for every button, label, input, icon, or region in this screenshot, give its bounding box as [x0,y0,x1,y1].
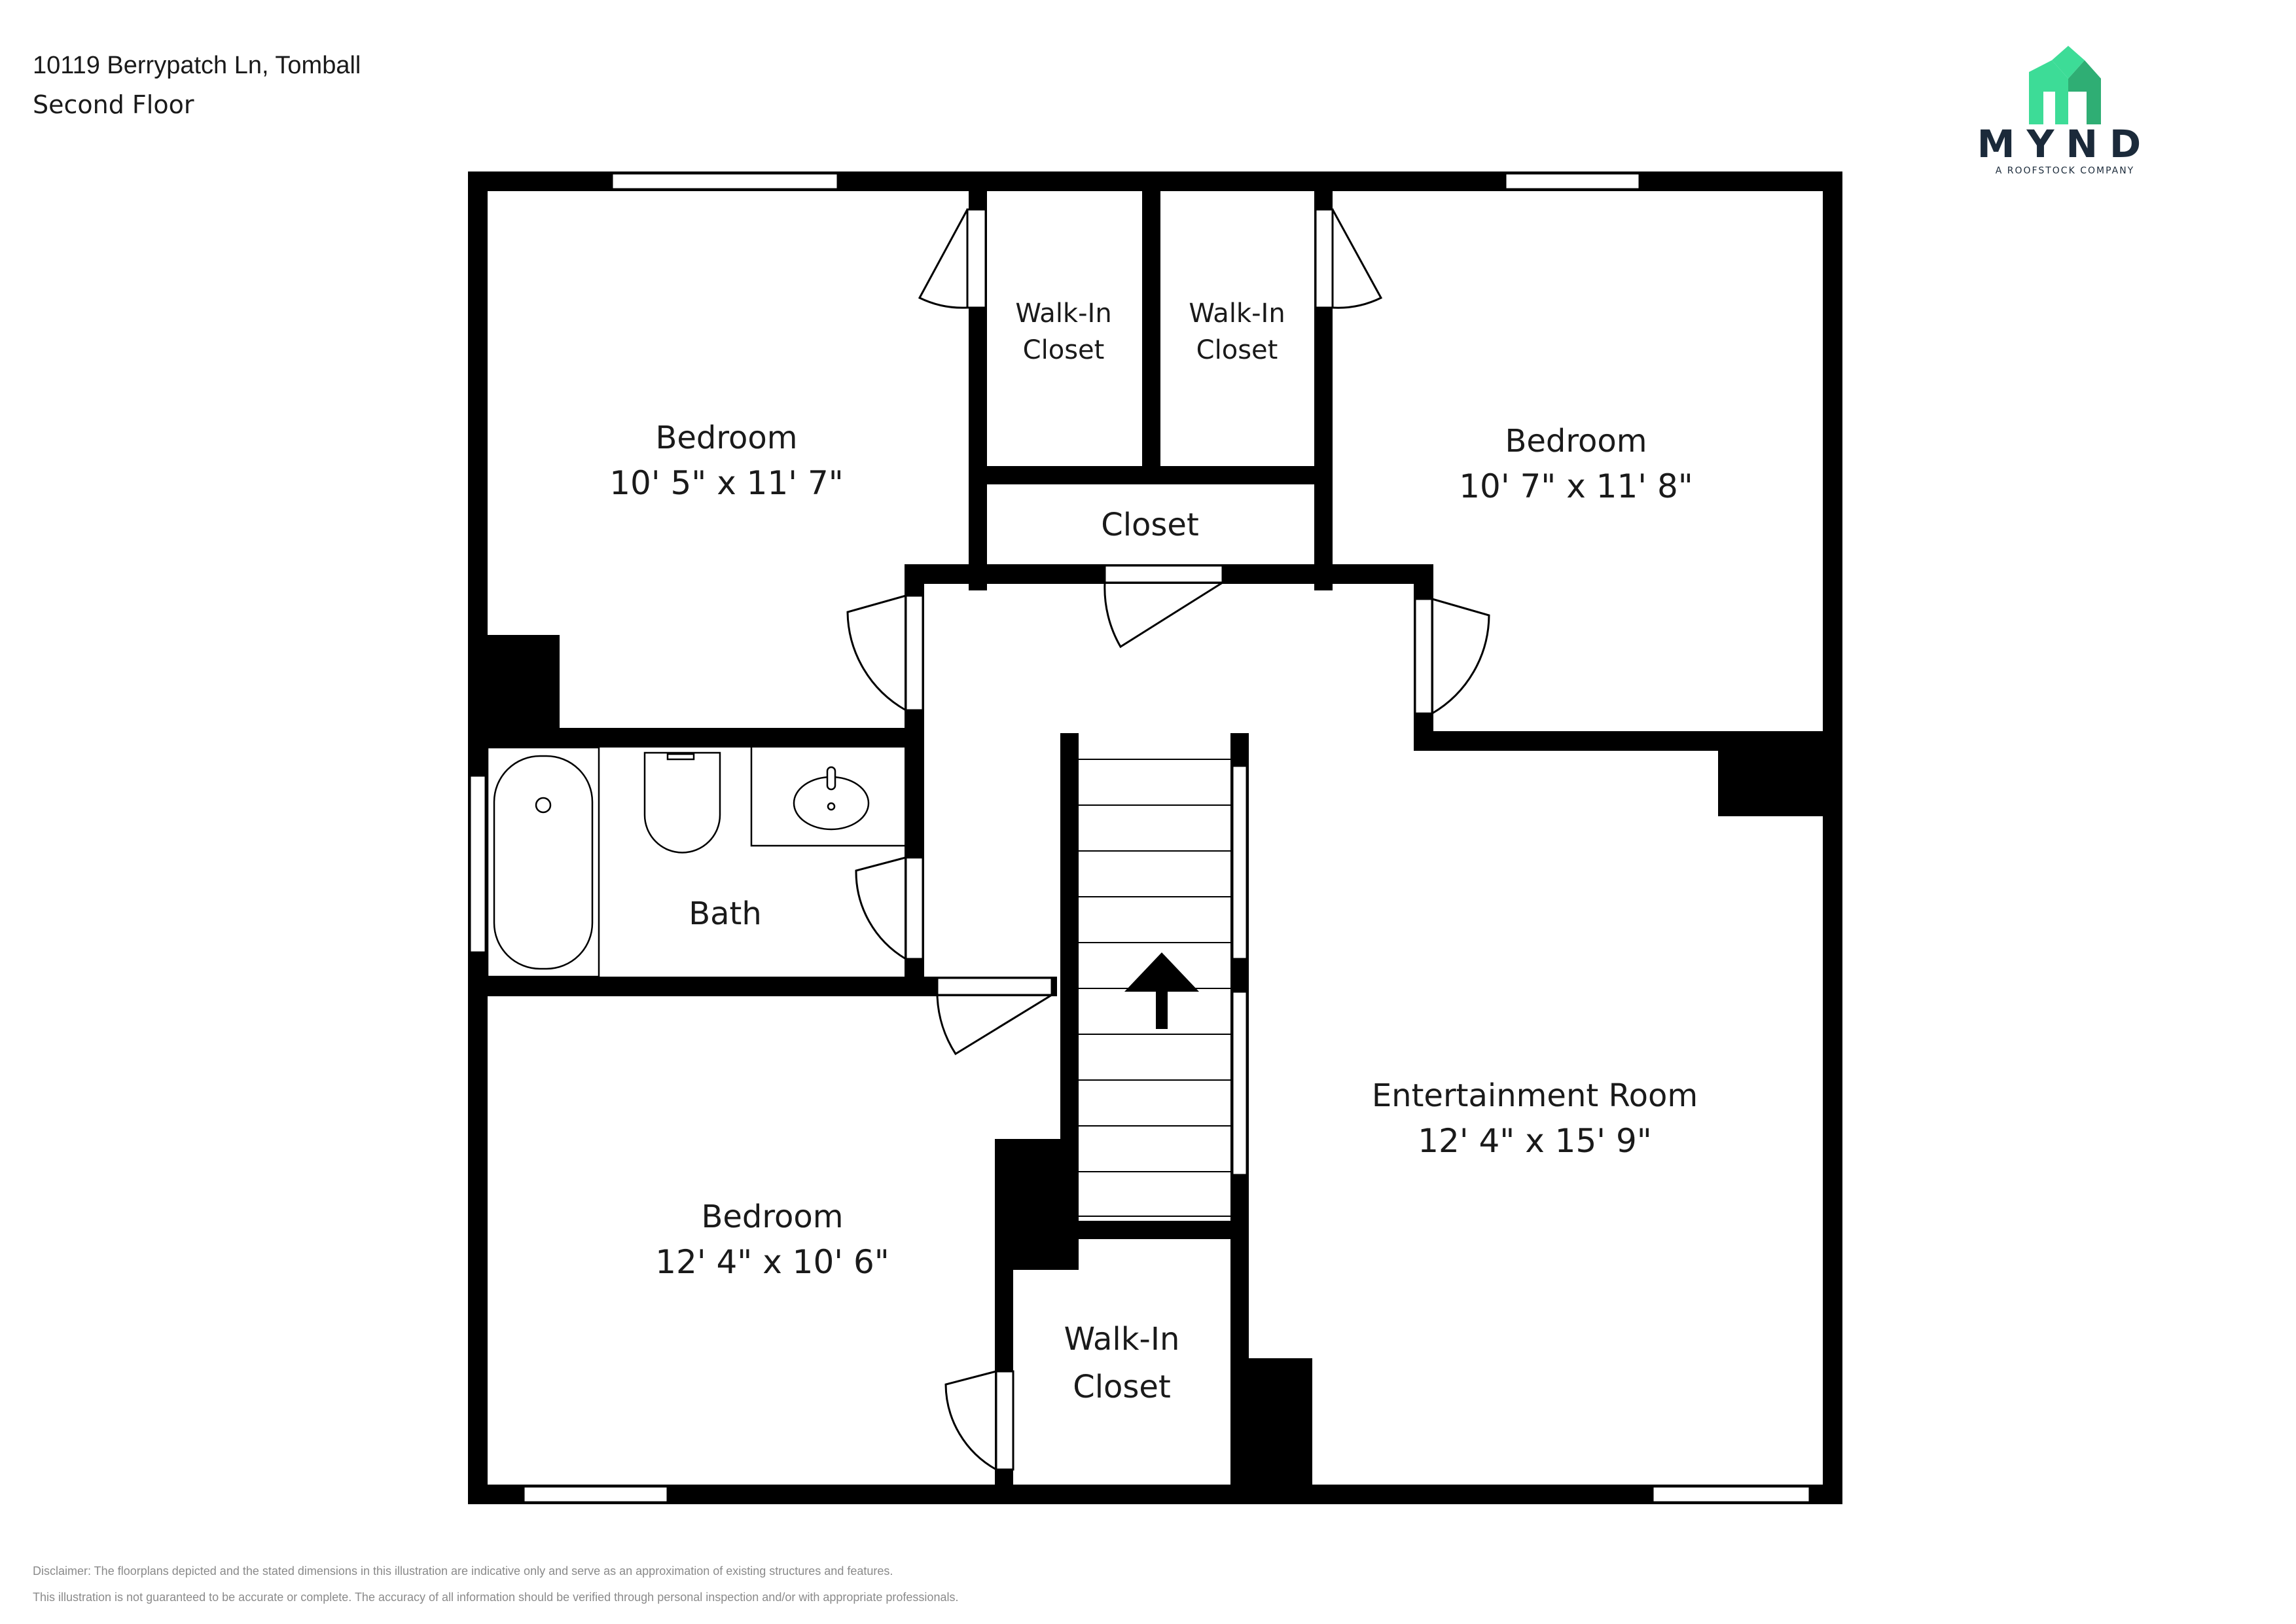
disclaimer: Disclaimer: The floorplans depicted and … [33,1558,958,1610]
wall-right [1823,171,1842,1504]
room-label-walkin-1-line2: Closet [1023,335,1105,365]
walls [468,171,1842,1504]
room-label-walkin-3-line2: Closet [1073,1369,1171,1405]
disclaimer-line-1: Disclaimer: The floorplans depicted and … [33,1564,893,1578]
door [1314,208,1383,309]
window [611,172,839,190]
window [1231,765,1248,960]
bathtub-drain [535,797,552,814]
stairs [1079,759,1230,1217]
doors [846,208,1490,1471]
header: 10119 Berrypatch Ln, Tomball Second Floo… [33,46,361,124]
column-ne [1718,751,1842,816]
room-label-bedroom-nw: Bedroom [655,420,797,456]
stair-up-arrow-icon [1124,952,1199,1029]
faucet [826,766,836,791]
window [522,1485,669,1504]
door [918,208,987,309]
wall-closet-mid [1142,171,1160,479]
room-label-walkin-2-line2: Closet [1196,335,1278,365]
room-label-entertainment: Entertainment Room [1372,1077,1698,1114]
window [1231,990,1248,1176]
bath-fixtures [486,746,905,978]
room-label-walkin-1-line1: Walk-In [1015,298,1111,329]
window [469,774,487,954]
room-dims-entertainment: 12' 4" x 15' 9" [1418,1122,1652,1160]
wall-closet-horizontal [969,466,1333,484]
house-icon [2029,46,2101,124]
room-label-bedroom-sw: Bedroom [701,1199,843,1235]
bathtub-basin [493,755,594,970]
wall-bottom [468,1485,1842,1504]
door [936,977,1053,1056]
door [1414,598,1490,715]
room-label-bath: Bath [689,895,762,932]
toilet [643,751,721,854]
wall-stair-bottom [1060,1221,1249,1239]
logo-tagline: A ROOFSTOCK COMPANY [1996,166,2135,176]
column-nw [468,635,560,733]
door [846,594,924,712]
column-s [1230,1358,1312,1504]
room-label-closet: Closet [1101,507,1199,543]
room-dims-bedroom-ne: 10' 7" x 11' 8" [1459,467,1693,505]
room-dims-bedroom-nw: 10' 5" x 11' 7" [609,464,844,502]
door [855,856,924,960]
logo-wordmark: MYND [1977,122,2153,166]
room-label-walkin-2-line1: Walk-In [1189,298,1285,329]
vanity [750,748,905,847]
mynd-logo: MYND A ROOFSTOCK COMPANY [1977,46,2153,176]
floor-label: Second Floor [33,90,194,119]
toilet-tank [666,753,695,761]
sink-drain [827,802,836,811]
wall-ne-bottom [1414,731,1842,751]
window [1651,1485,1811,1504]
room-label-bedroom-ne: Bedroom [1505,423,1647,460]
door [1103,564,1224,649]
disclaimer-line-2: This illustration is not guaranteed to b… [33,1591,959,1604]
wall-bath-top [468,728,924,748]
address-text: 10119 Berrypatch Ln, Tomball [33,52,361,79]
room-dims-bedroom-sw: 12' 4" x 10' 6" [655,1243,889,1281]
window [1504,172,1641,190]
door [944,1370,1014,1471]
windows [469,172,1811,1504]
room-label-walkin-3-line1: Walk-In [1064,1321,1180,1358]
